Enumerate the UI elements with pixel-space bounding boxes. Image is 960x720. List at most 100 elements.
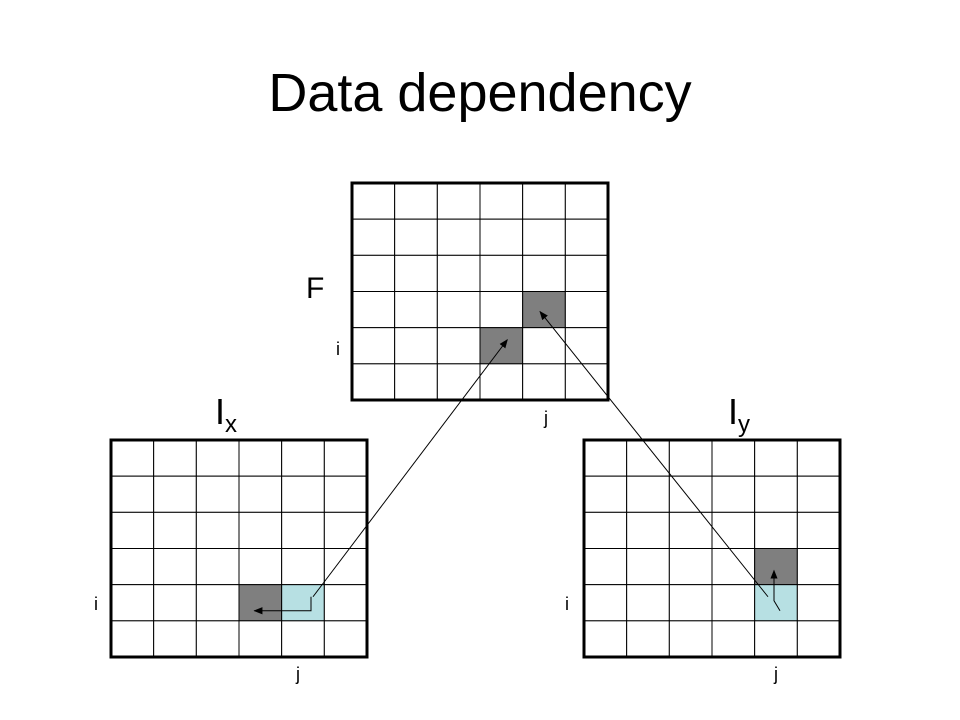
- grid-cell: [110, 475, 155, 513]
- dependency-cell: [479, 327, 524, 365]
- grid-cell: [238, 548, 283, 586]
- grid-cell: [351, 363, 396, 401]
- grid-cell: [479, 182, 524, 220]
- grid-cell: [238, 439, 283, 477]
- grid-cell: [153, 584, 197, 622]
- grid-cell: [195, 439, 240, 477]
- grid-cell: [626, 620, 670, 658]
- grid-cell: [195, 620, 240, 658]
- grid-cell: [436, 182, 481, 220]
- grid-cell: [351, 254, 396, 292]
- grid-cell: [394, 218, 438, 256]
- grid-cell: [668, 439, 713, 477]
- grid-cell: [479, 254, 524, 292]
- grid-cell: [564, 291, 609, 329]
- grid-cell: [583, 548, 628, 586]
- grid-cell: [796, 620, 841, 658]
- grid-ix-row-label: i: [94, 594, 98, 614]
- grid-f-row-label: i: [336, 339, 340, 359]
- grid-ix-label: Ix: [215, 391, 237, 438]
- grid-cell: [281, 620, 325, 658]
- grid-iy-row-label: i: [565, 594, 569, 614]
- grid-ix-cells: [109, 438, 369, 659]
- grid-cell: [281, 511, 325, 549]
- grid-f-label: F: [306, 272, 324, 305]
- grid-cell: [711, 475, 756, 513]
- grid-ix-col-label: j: [295, 664, 300, 684]
- grid-cell: [110, 584, 155, 622]
- grid-iy-label: Iy: [728, 391, 750, 438]
- grid-cell: [754, 439, 798, 477]
- dependency-arrows: [253, 310, 781, 615]
- grid-border: [350, 181, 610, 402]
- grid-cell: [583, 620, 628, 658]
- grid-cell: [238, 620, 283, 658]
- dependency-cell: [238, 584, 283, 622]
- grid-cell: [522, 218, 566, 256]
- grid-cell: [522, 182, 566, 220]
- grid-border: [582, 438, 842, 659]
- grid-iy: Iy i j: [565, 391, 842, 684]
- grid-cell: [668, 584, 713, 622]
- grid-cell: [796, 439, 841, 477]
- dependency-cell: [522, 291, 566, 329]
- grid-cell: [323, 439, 368, 477]
- grid-ix: Ix i j: [94, 391, 369, 684]
- grid-cell: [479, 218, 524, 256]
- grid-cell: [153, 511, 197, 549]
- grid-cell: [522, 363, 566, 401]
- grid-f-col-label: j: [543, 408, 548, 428]
- grid-cell: [238, 475, 283, 513]
- grid-cell: [351, 182, 396, 220]
- grid-cell: [323, 584, 368, 622]
- grid-cell: [626, 511, 670, 549]
- grid-cell: [583, 475, 628, 513]
- grid-cell: [668, 620, 713, 658]
- grid-cell: [796, 475, 841, 513]
- grid-cell: [711, 620, 756, 658]
- grid-iy-col-label: j: [773, 664, 778, 684]
- grid-cell: [281, 475, 325, 513]
- grid-iy-label-sub: y: [738, 411, 750, 438]
- grid-iy-label-main: I: [728, 391, 738, 432]
- grid-cell: [281, 439, 325, 477]
- grid-cell: [754, 620, 798, 658]
- grid-ix-label-main: I: [215, 391, 225, 432]
- grid-cell: [323, 475, 368, 513]
- grid-cell: [323, 511, 368, 549]
- grid-cell: [436, 327, 481, 365]
- grid-cell: [195, 548, 240, 586]
- grid-cell: [153, 548, 197, 586]
- grid-cell: [626, 439, 670, 477]
- grid-cell: [323, 620, 368, 658]
- grid-cell: [153, 475, 197, 513]
- grid-cell: [153, 439, 197, 477]
- grid-cell: [153, 620, 197, 658]
- grid-cell: [238, 511, 283, 549]
- grid-cell: [711, 439, 756, 477]
- grid-cell: [479, 291, 524, 329]
- grid-cell: [796, 511, 841, 549]
- grid-iy-cells: [582, 438, 842, 659]
- grid-cell: [796, 584, 841, 622]
- grid-cell: [711, 584, 756, 622]
- grid-cell: [195, 584, 240, 622]
- grid-cell: [711, 548, 756, 586]
- grid-f-cells: [350, 181, 610, 402]
- grid-ix-label-sub: x: [225, 411, 237, 438]
- slide-title: Data dependency: [268, 63, 692, 123]
- grid-cell: [394, 291, 438, 329]
- grid-cell: [583, 439, 628, 477]
- grid-cell: [351, 327, 396, 365]
- grid-cell: [394, 363, 438, 401]
- dependency-cell: [754, 548, 798, 586]
- grid-cell: [626, 548, 670, 586]
- grid-cell: [195, 511, 240, 549]
- grid-cell: [564, 254, 609, 292]
- grid-cell: [668, 548, 713, 586]
- grid-cell: [394, 254, 438, 292]
- dependency-arrow: [770, 569, 781, 612]
- dependency-arrow: [539, 310, 769, 598]
- grid-cell: [754, 511, 798, 549]
